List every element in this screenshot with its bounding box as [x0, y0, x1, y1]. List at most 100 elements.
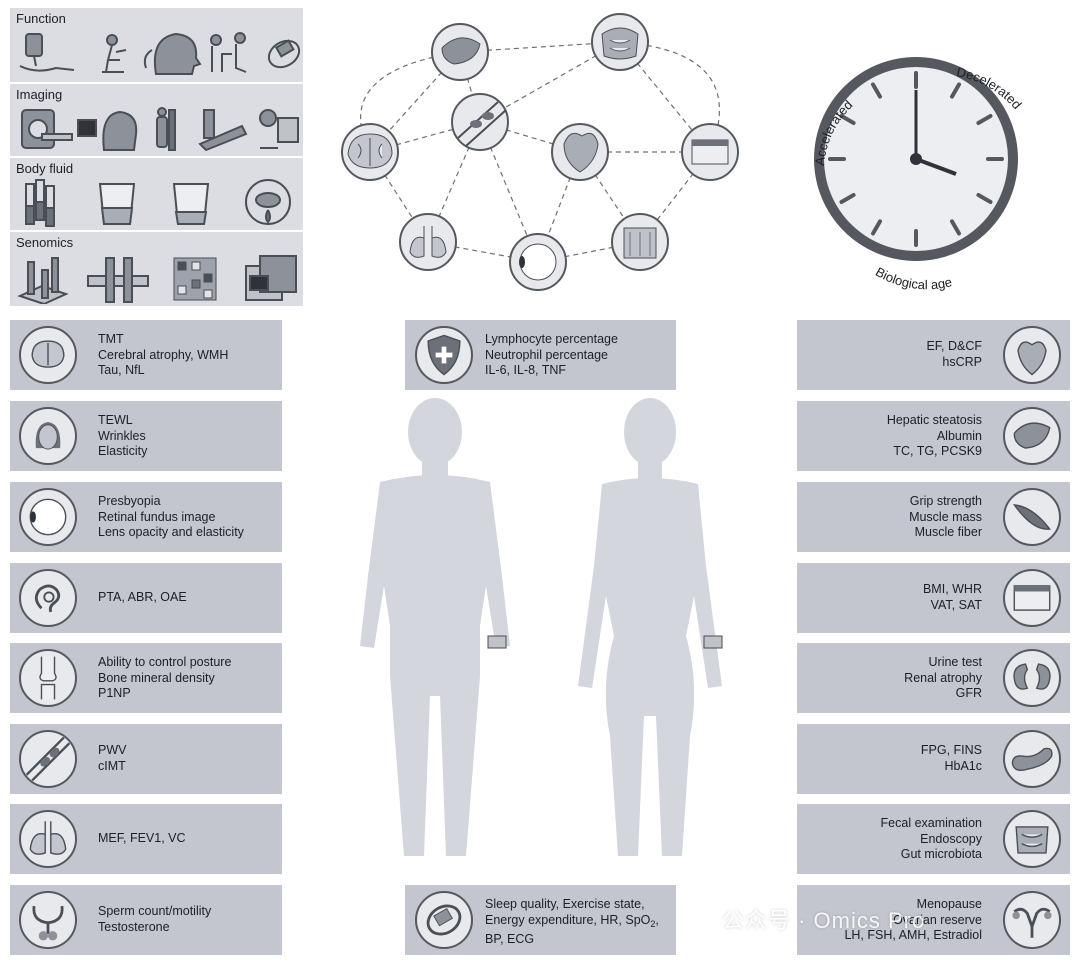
marker-line: Lymphocyte percentage — [485, 332, 618, 346]
urine-cup-icon — [172, 183, 210, 225]
network-node-skin — [611, 213, 669, 271]
marker-line: Urine test — [928, 655, 983, 669]
marker-card-pancreas: FPG, FINS HbA1c — [797, 724, 1070, 794]
kidney-icon — [1003, 649, 1061, 707]
eeg-head-icon — [77, 110, 138, 151]
marker-line: BMI, WHR — [922, 582, 982, 596]
ct-table-icon — [198, 109, 248, 152]
marker-line: BP, ECG — [485, 932, 535, 946]
marker-line-subscript: 2 — [650, 918, 656, 929]
marker-line: MEF, FEV1, VC — [98, 831, 186, 845]
marker-line: Renal atrophy — [904, 670, 982, 685]
marker-line: Testosterone — [98, 919, 170, 934]
vessel-icon — [19, 730, 77, 788]
intestine-icon — [1003, 810, 1061, 868]
marker-card-skin: TEWL Wrinkles Elasticity — [10, 401, 282, 471]
exercise-bike-icon — [102, 34, 127, 73]
marker-card-kidney: Urine test Renal atrophy GFR — [797, 643, 1070, 713]
network-node-heart — [551, 123, 609, 181]
marker-card-muscle: Grip strength Muscle mass Muscle fiber — [797, 482, 1070, 552]
female-reproductive-icon — [1003, 891, 1061, 949]
marker-line: Endoscopy — [920, 831, 982, 846]
clinician-exam-icon — [210, 32, 247, 73]
marker-line: Muscle mass — [909, 509, 982, 524]
face-icon — [19, 407, 77, 465]
sequencer-icon — [245, 255, 297, 301]
method-row-senomics: Senomics — [10, 232, 303, 306]
marker-line: Gut microbiota — [900, 847, 982, 861]
dna-strand-icon — [87, 257, 149, 303]
marker-line: LH, FSH, AMH, Estradiol — [844, 928, 982, 942]
marker-card-immune: Lymphocyte percentage Neutrophil percent… — [405, 320, 676, 390]
vessel-icon — [457, 101, 507, 147]
ear-icon — [19, 569, 77, 627]
marker-line: hsCRP — [942, 354, 982, 369]
marker-card-heart: EF, D&CF hsCRP — [797, 320, 1070, 390]
test-tubes-icon — [25, 179, 55, 227]
watermark: 公众号 · Omics Pro — [722, 908, 926, 933]
liver-icon — [441, 37, 481, 65]
marker-line: P1NP — [98, 686, 131, 700]
lung-icon — [409, 226, 447, 258]
marker-line: Hepatic steatosis — [886, 413, 982, 427]
marker-card-male-reproductive: Sperm count/motility Testosterone — [10, 885, 282, 955]
marker-line: VAT, SAT — [930, 597, 982, 612]
marker-line: FPG, FINS — [920, 743, 982, 757]
network-node-intestine — [591, 13, 649, 71]
marker-line: TMT — [98, 332, 124, 346]
intestine-icon — [601, 27, 639, 60]
wristband-icon — [267, 39, 301, 69]
eye-exam-icon — [259, 109, 299, 149]
marker-line: HbA1c — [944, 758, 982, 773]
marker-line: Lens opacity and elasticity — [98, 525, 244, 539]
marker-line: Menopause — [916, 897, 982, 911]
head-profile-icon — [143, 32, 202, 75]
marker-line: PTA, ABR, OAE — [98, 590, 187, 604]
marker-card-wearable: Sleep quality, Exercise state, Energy ex… — [405, 885, 676, 955]
marker-line: Energy expenditure, HR, SpO2, — [485, 913, 659, 933]
marker-card-ear: PTA, ABR, OAE — [10, 563, 282, 633]
method-label-body-fluid: Body fluid — [16, 161, 74, 176]
method-row-body-fluid: Body fluid — [10, 158, 303, 232]
marker-line: TC, TG, PCSK9 — [893, 444, 982, 458]
method-row-imaging: Imaging — [10, 84, 303, 158]
clock-center — [910, 153, 922, 165]
network-node-brain — [341, 123, 399, 181]
marker-line: Presbyopia — [98, 494, 161, 508]
brain-icon — [347, 133, 393, 169]
clock-label-biological-age: Biological age — [873, 264, 953, 292]
marker-line: PWV — [98, 743, 127, 757]
immune-shield-icon — [415, 326, 473, 384]
body-silhouettes — [360, 398, 723, 856]
body-scan-icon — [156, 107, 176, 151]
network-node-eye — [509, 233, 567, 291]
marker-card-brain: TMT Cerebral atrophy, WMH Tau, NfL — [10, 320, 282, 390]
marker-card-bone: Ability to control posture Bone mineral … — [10, 643, 282, 713]
marker-line: Cerebral atrophy, WMH — [98, 347, 229, 362]
marker-line-part: , — [655, 912, 659, 927]
marker-line: TEWL — [98, 413, 133, 427]
liver-icon — [1003, 407, 1061, 465]
fat-tissue-icon — [692, 140, 728, 146]
marker-line: Sleep quality, Exercise state, — [485, 897, 645, 911]
heart-icon — [1003, 326, 1061, 384]
female-silhouette — [578, 398, 722, 856]
marker-line: Ability to control posture — [98, 655, 232, 669]
network-node-vessel — [451, 93, 509, 151]
blood-pressure-icon — [19, 33, 75, 72]
method-label-function: Function — [16, 11, 66, 26]
marker-card-lung: MEF, FEV1, VC — [10, 804, 282, 874]
method-row-function: Function — [10, 8, 303, 84]
network-node-liver — [431, 23, 489, 81]
marker-line: Bone mineral density — [98, 670, 215, 685]
heart-icon — [563, 132, 599, 173]
marker-card-vessel: PWV cIMT — [10, 724, 282, 794]
eye-icon — [519, 243, 557, 281]
marker-line: Elasticity — [98, 444, 148, 458]
marker-line: Fecal examination — [880, 816, 982, 830]
method-label-senomics: Senomics — [16, 235, 74, 250]
male-reproductive-icon — [19, 891, 77, 949]
marker-line: Ovarian reserve — [893, 912, 982, 927]
marker-line: Sperm count/motility — [98, 904, 212, 918]
eye-icon — [19, 488, 77, 546]
